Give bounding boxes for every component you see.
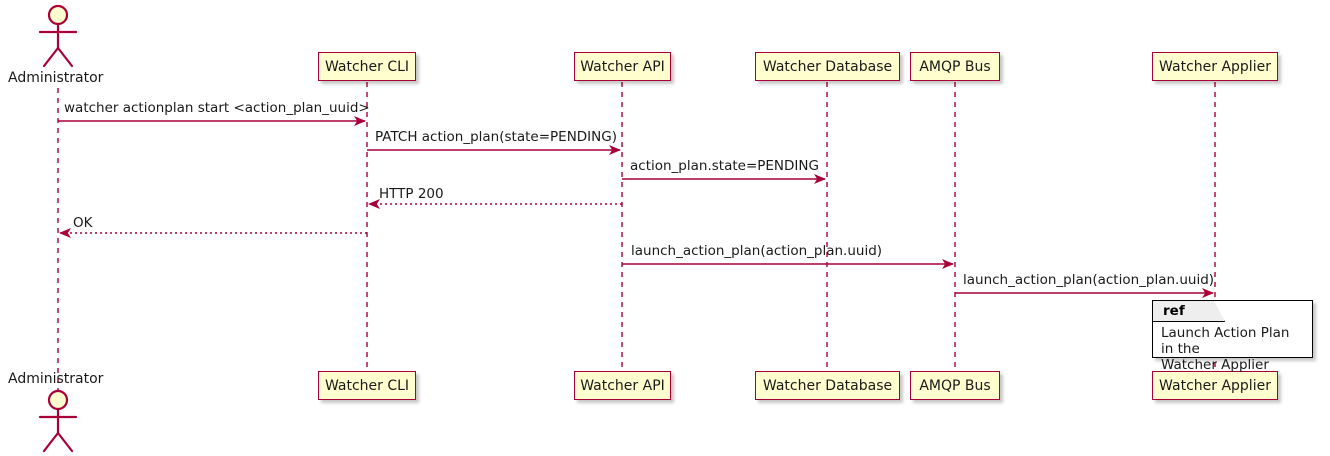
participant-label: AMQP Bus [919,377,991,394]
participant-box-watcher-database-bottom[interactable]: Watcher Database [755,371,900,400]
message-label-msg-6: launch_action_plan(action_plan.uuid) [631,243,883,259]
participant-label: Watcher Applier [1159,58,1271,75]
participant-box-watcher-applier-bottom[interactable]: Watcher Applier [1152,371,1278,400]
ref-fragment-line: Launch Action Plan in the [1161,325,1290,357]
message-label-msg-2: PATCH action_plan(state=PENDING) [375,129,617,145]
actor-administrator-top [38,4,78,68]
participant-label: Watcher API [580,377,665,394]
ref-fragment-tab-label: ref [1153,301,1225,322]
participant-label: Watcher API [580,58,665,75]
participant-box-watcher-database-top[interactable]: Watcher Database [755,52,900,81]
message-label-msg-5: OK [73,215,93,231]
participant-box-watcher-api-bottom[interactable]: Watcher API [574,371,671,400]
participant-box-amqp-bus-top[interactable]: AMQP Bus [910,52,1000,81]
participant-label: AMQP Bus [919,58,991,75]
participant-label: Watcher CLI [324,377,410,394]
participant-label: Watcher CLI [324,58,410,75]
message-label-msg-4: HTTP 200 [379,186,444,202]
lifelines-group [57,82,1216,400]
actor-label-administrator-bottom: Administrator [8,371,104,387]
participant-box-amqp-bus-bottom[interactable]: AMQP Bus [910,371,1000,400]
message-arrows-group [58,116,1214,298]
participant-label: Watcher Applier [1159,377,1271,394]
ref-fragment-launch-action-plan: ref Launch Action Plan in the Watcher Ap… [1152,300,1313,373]
actor-administrator-bottom [38,389,78,453]
participant-box-watcher-cli-bottom[interactable]: Watcher CLI [318,371,416,400]
participant-box-watcher-api-top[interactable]: Watcher API [574,52,671,81]
message-label-msg-1: watcher actionplan start <action_plan_uu… [64,100,370,116]
actor-label-administrator-top: Administrator [8,70,104,86]
ref-fragment-line: Watcher Applier [1161,357,1269,373]
participant-label: Watcher Database [762,58,893,75]
ref-fragment-body: Launch Action Plan in the Watcher Applie… [1161,325,1306,373]
participant-label: Watcher Database [762,377,893,394]
message-label-msg-7: launch_action_plan(action_plan.uuid) [963,272,1215,288]
message-label-msg-3: action_plan.state=PENDING [630,158,819,174]
participant-box-watcher-applier-top[interactable]: Watcher Applier [1152,52,1278,81]
participant-box-watcher-cli-top[interactable]: Watcher CLI [318,52,416,81]
